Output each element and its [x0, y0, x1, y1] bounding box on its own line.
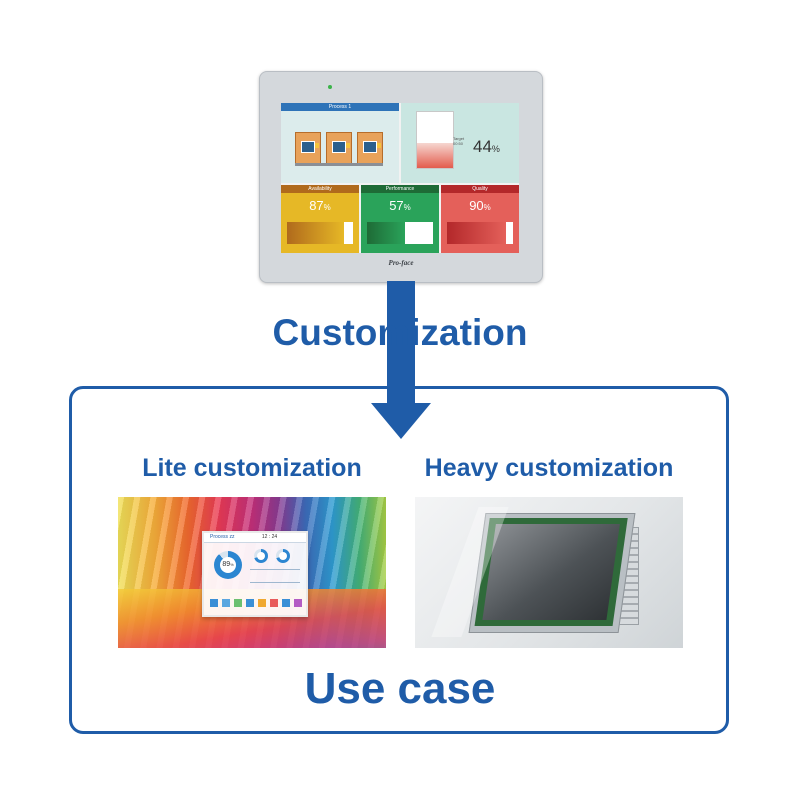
metric-card-quality: Quality 90%	[441, 185, 519, 253]
target-percentage: 44%	[473, 137, 500, 157]
metric-number: 90	[469, 198, 484, 213]
lite-nav-button	[282, 599, 290, 607]
lite-trend-chart	[250, 569, 300, 583]
metric-unit: %	[403, 203, 411, 212]
lite-header-time: 12 : 24	[261, 534, 278, 540]
lite-nav-button	[222, 599, 230, 607]
lite-gauge-donut: 89%	[214, 551, 242, 579]
lite-button-row	[210, 599, 302, 608]
heavy-customization-label: Heavy customization	[424, 454, 674, 482]
lite-nav-button	[210, 599, 218, 607]
lite-nav-button	[270, 599, 278, 607]
metric-bar	[287, 222, 353, 244]
metric-value: 87%	[281, 198, 359, 213]
target-level-fill	[417, 143, 453, 168]
target-level-gauge	[416, 111, 454, 169]
metric-number: 87	[309, 198, 324, 213]
status-led	[328, 85, 332, 89]
lite-nav-button	[258, 599, 266, 607]
lite-nav-button	[234, 599, 242, 607]
metric-bar-fill	[447, 222, 507, 244]
customization-heading: Customization	[272, 312, 528, 353]
brand-logo: Pro-face	[388, 259, 414, 267]
lite-gauge-unit: %	[230, 562, 234, 567]
metric-unit: %	[483, 203, 491, 212]
use-case-heading: Use case	[304, 664, 496, 713]
lite-screen-header: Process zz 12 : 24	[204, 533, 306, 543]
process-view	[281, 111, 399, 183]
target-label-line1: Target	[453, 136, 465, 141]
machine-graphic	[326, 132, 352, 164]
lite-mini-gauge	[276, 549, 290, 563]
machine-graphic	[357, 132, 383, 164]
bare-lcd-panel	[482, 524, 620, 620]
use-case-frame	[69, 386, 729, 734]
hmi-screen: Process 1 Target 00:50 44% Availability …	[281, 103, 519, 253]
metric-bar-fill	[287, 222, 345, 244]
conveyor-graphic	[295, 163, 383, 166]
hmi-device: Process 1 Target 00:50 44% Availability …	[259, 71, 543, 283]
lite-customization-photo: Process zz 12 : 24 89%	[118, 497, 386, 648]
metric-value: 90%	[441, 198, 519, 213]
lite-hmi-screen: Process zz 12 : 24 89%	[202, 531, 308, 617]
metric-number: 57	[389, 198, 404, 213]
metric-title: Quality	[441, 185, 519, 193]
flow-arrow-shaft	[387, 281, 415, 405]
metric-title: Availability	[281, 185, 359, 193]
lite-nav-button	[294, 599, 302, 607]
metric-bar	[447, 222, 513, 244]
lite-gauge-value: 89%	[220, 557, 236, 573]
metric-card-availability: Availability 87%	[281, 185, 359, 253]
flow-arrow-head	[371, 403, 431, 439]
lite-header-title: Process zz	[210, 534, 235, 540]
target-label: Target 00:50	[453, 136, 464, 146]
lite-mini-gauge	[254, 549, 268, 563]
lite-gauge-number: 89	[222, 561, 231, 568]
metric-bar	[367, 222, 433, 244]
metric-unit: %	[323, 203, 331, 212]
metric-bar-fill	[367, 222, 405, 244]
process-title: Process 1	[281, 103, 399, 111]
metric-value: 57%	[361, 198, 439, 213]
metric-card-performance: Performance 57%	[361, 185, 439, 253]
target-unit: %	[491, 144, 500, 154]
lite-nav-button	[246, 599, 254, 607]
target-panel: Target 00:50 44%	[401, 103, 519, 183]
lite-customization-label: Lite customization	[142, 454, 362, 482]
metric-title: Performance	[361, 185, 439, 193]
target-label-line2: 00:50	[453, 141, 464, 146]
target-value: 44	[473, 137, 492, 156]
machine-graphic	[295, 132, 321, 164]
heavy-customization-photo	[415, 497, 683, 648]
